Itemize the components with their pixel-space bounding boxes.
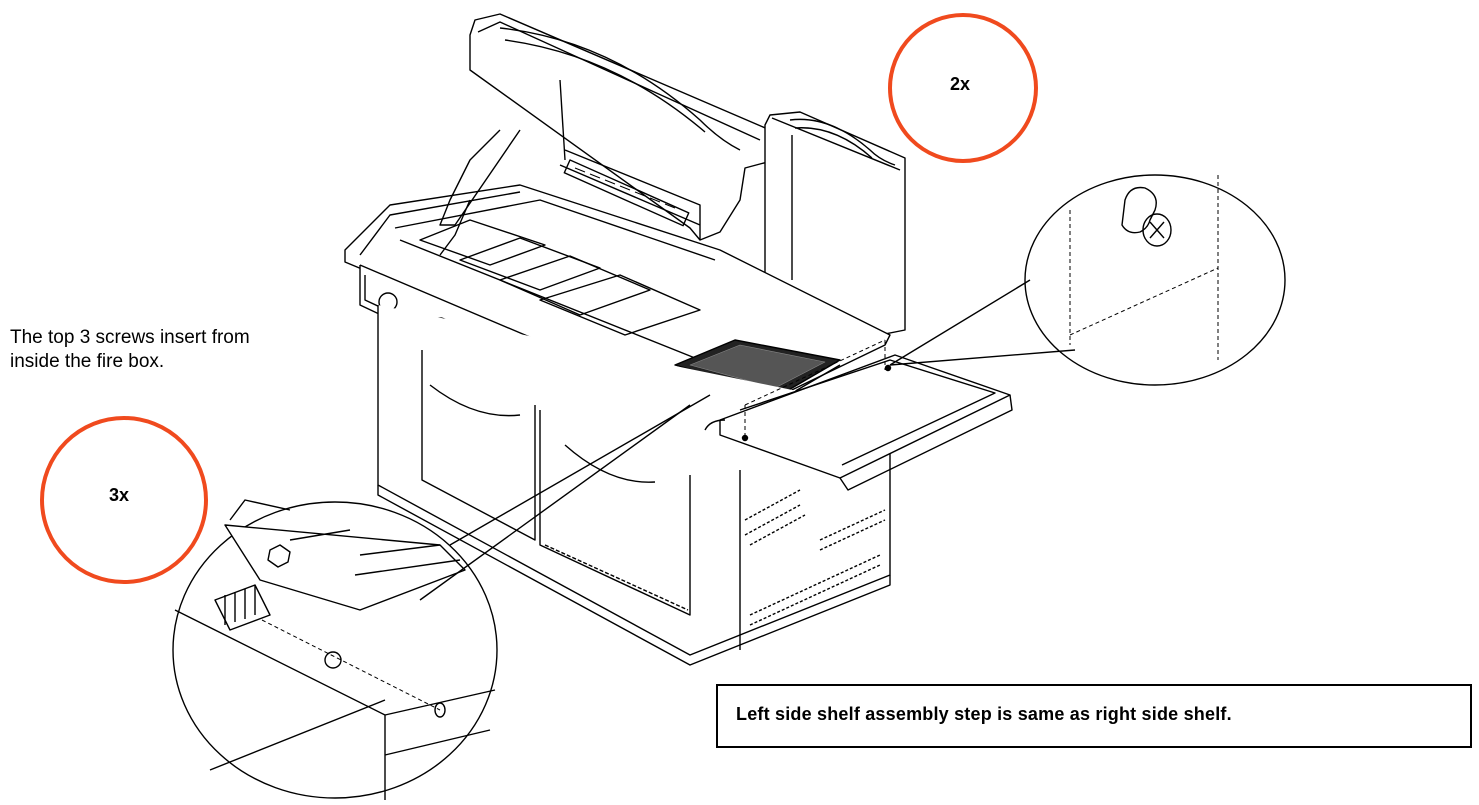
quantity-badge-2x: 2x	[950, 74, 971, 94]
side-shelf	[704, 354, 1013, 491]
grill-cart	[377, 305, 891, 666]
quantity-badge-3x: 3x	[109, 485, 130, 505]
shelf-note-box	[716, 684, 1472, 748]
detail-bubble-right	[889, 174, 1286, 386]
badge-ring-3x	[40, 416, 208, 584]
screws-note-line2: inside the fire box.	[10, 351, 165, 372]
detail-bubble-left	[172, 394, 711, 800]
side-burner-lid	[764, 111, 906, 336]
screws-note: The top 3 screws insert from inside the …	[10, 326, 350, 374]
screws-note-line1: The top 3 screws insert from	[10, 327, 250, 348]
badge-ring-2x	[888, 13, 1038, 163]
shelf-note: Left side shelf assembly step is same as…	[736, 704, 1232, 724]
grill-hood	[469, 13, 776, 241]
side-burner-grate	[669, 339, 841, 401]
